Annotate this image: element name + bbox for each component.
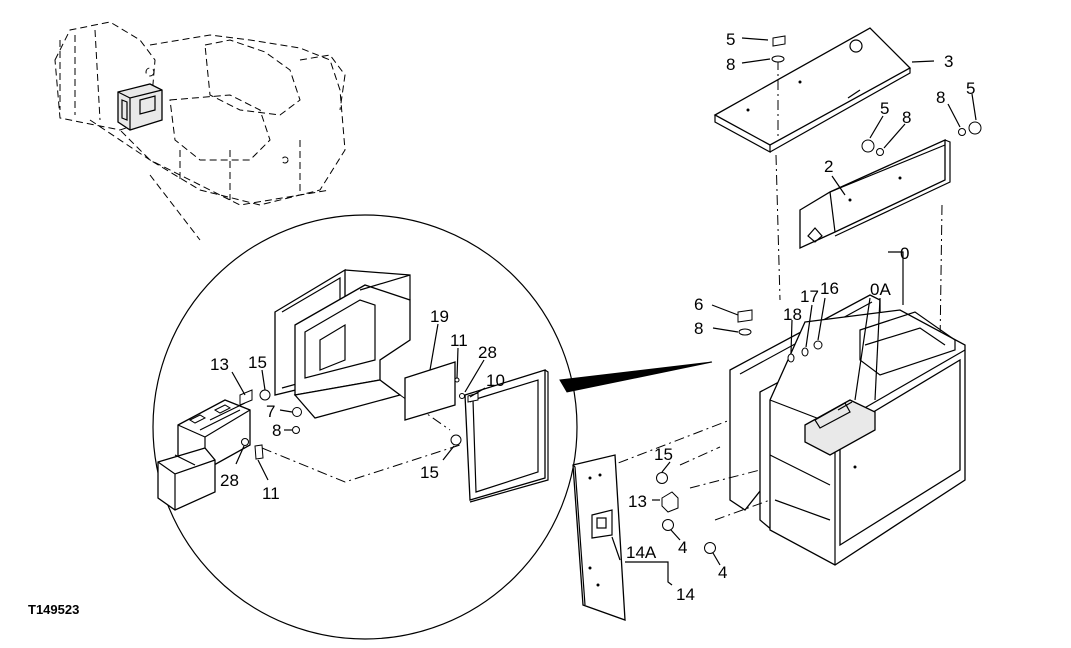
callout-19: 19	[430, 307, 449, 326]
callout-15: 15	[420, 463, 439, 482]
callout-5: 5	[880, 99, 889, 118]
callout-14: 14	[676, 585, 695, 604]
callout-6: 6	[694, 295, 703, 314]
callout-8: 8	[272, 421, 281, 440]
callout-labels: 5 8 3 5 8 8 5 2 0 0A 16 17 18 6 8 15 13 …	[28, 30, 975, 617]
callout-2: 2	[824, 157, 833, 176]
figure-id: T149523	[28, 602, 79, 617]
callout-0A: 0A	[870, 280, 891, 299]
machine-overview-illustration	[54, 21, 346, 206]
callout-10: 10	[486, 371, 505, 390]
callout-17: 17	[800, 287, 819, 306]
callout-8: 8	[726, 55, 735, 74]
callout-8: 8	[902, 108, 911, 127]
callout-13: 13	[628, 492, 647, 511]
detail-circle	[149, 174, 713, 640]
callout-13: 13	[210, 355, 229, 374]
callout-14A: 14A	[626, 543, 657, 562]
callout-15: 15	[654, 445, 673, 464]
callout-16: 16	[820, 279, 839, 298]
callout-28: 28	[478, 343, 497, 362]
callout-8: 8	[936, 88, 945, 107]
callout-11: 11	[450, 331, 468, 350]
callout-5: 5	[726, 30, 735, 49]
callout-18: 18	[783, 305, 802, 324]
detail-battery-box	[157, 268, 549, 511]
callout-3: 3	[944, 52, 953, 71]
callout-4: 4	[678, 538, 687, 557]
callout-0: 0	[900, 244, 909, 263]
callout-4: 4	[718, 563, 727, 582]
callout-11: 11	[262, 484, 280, 503]
callout-15: 15	[248, 353, 267, 372]
callout-8: 8	[694, 319, 703, 338]
callout-5: 5	[966, 79, 975, 98]
main-battery-box-assembly	[572, 27, 982, 621]
callout-28: 28	[220, 471, 239, 490]
callout-7: 7	[266, 402, 275, 421]
